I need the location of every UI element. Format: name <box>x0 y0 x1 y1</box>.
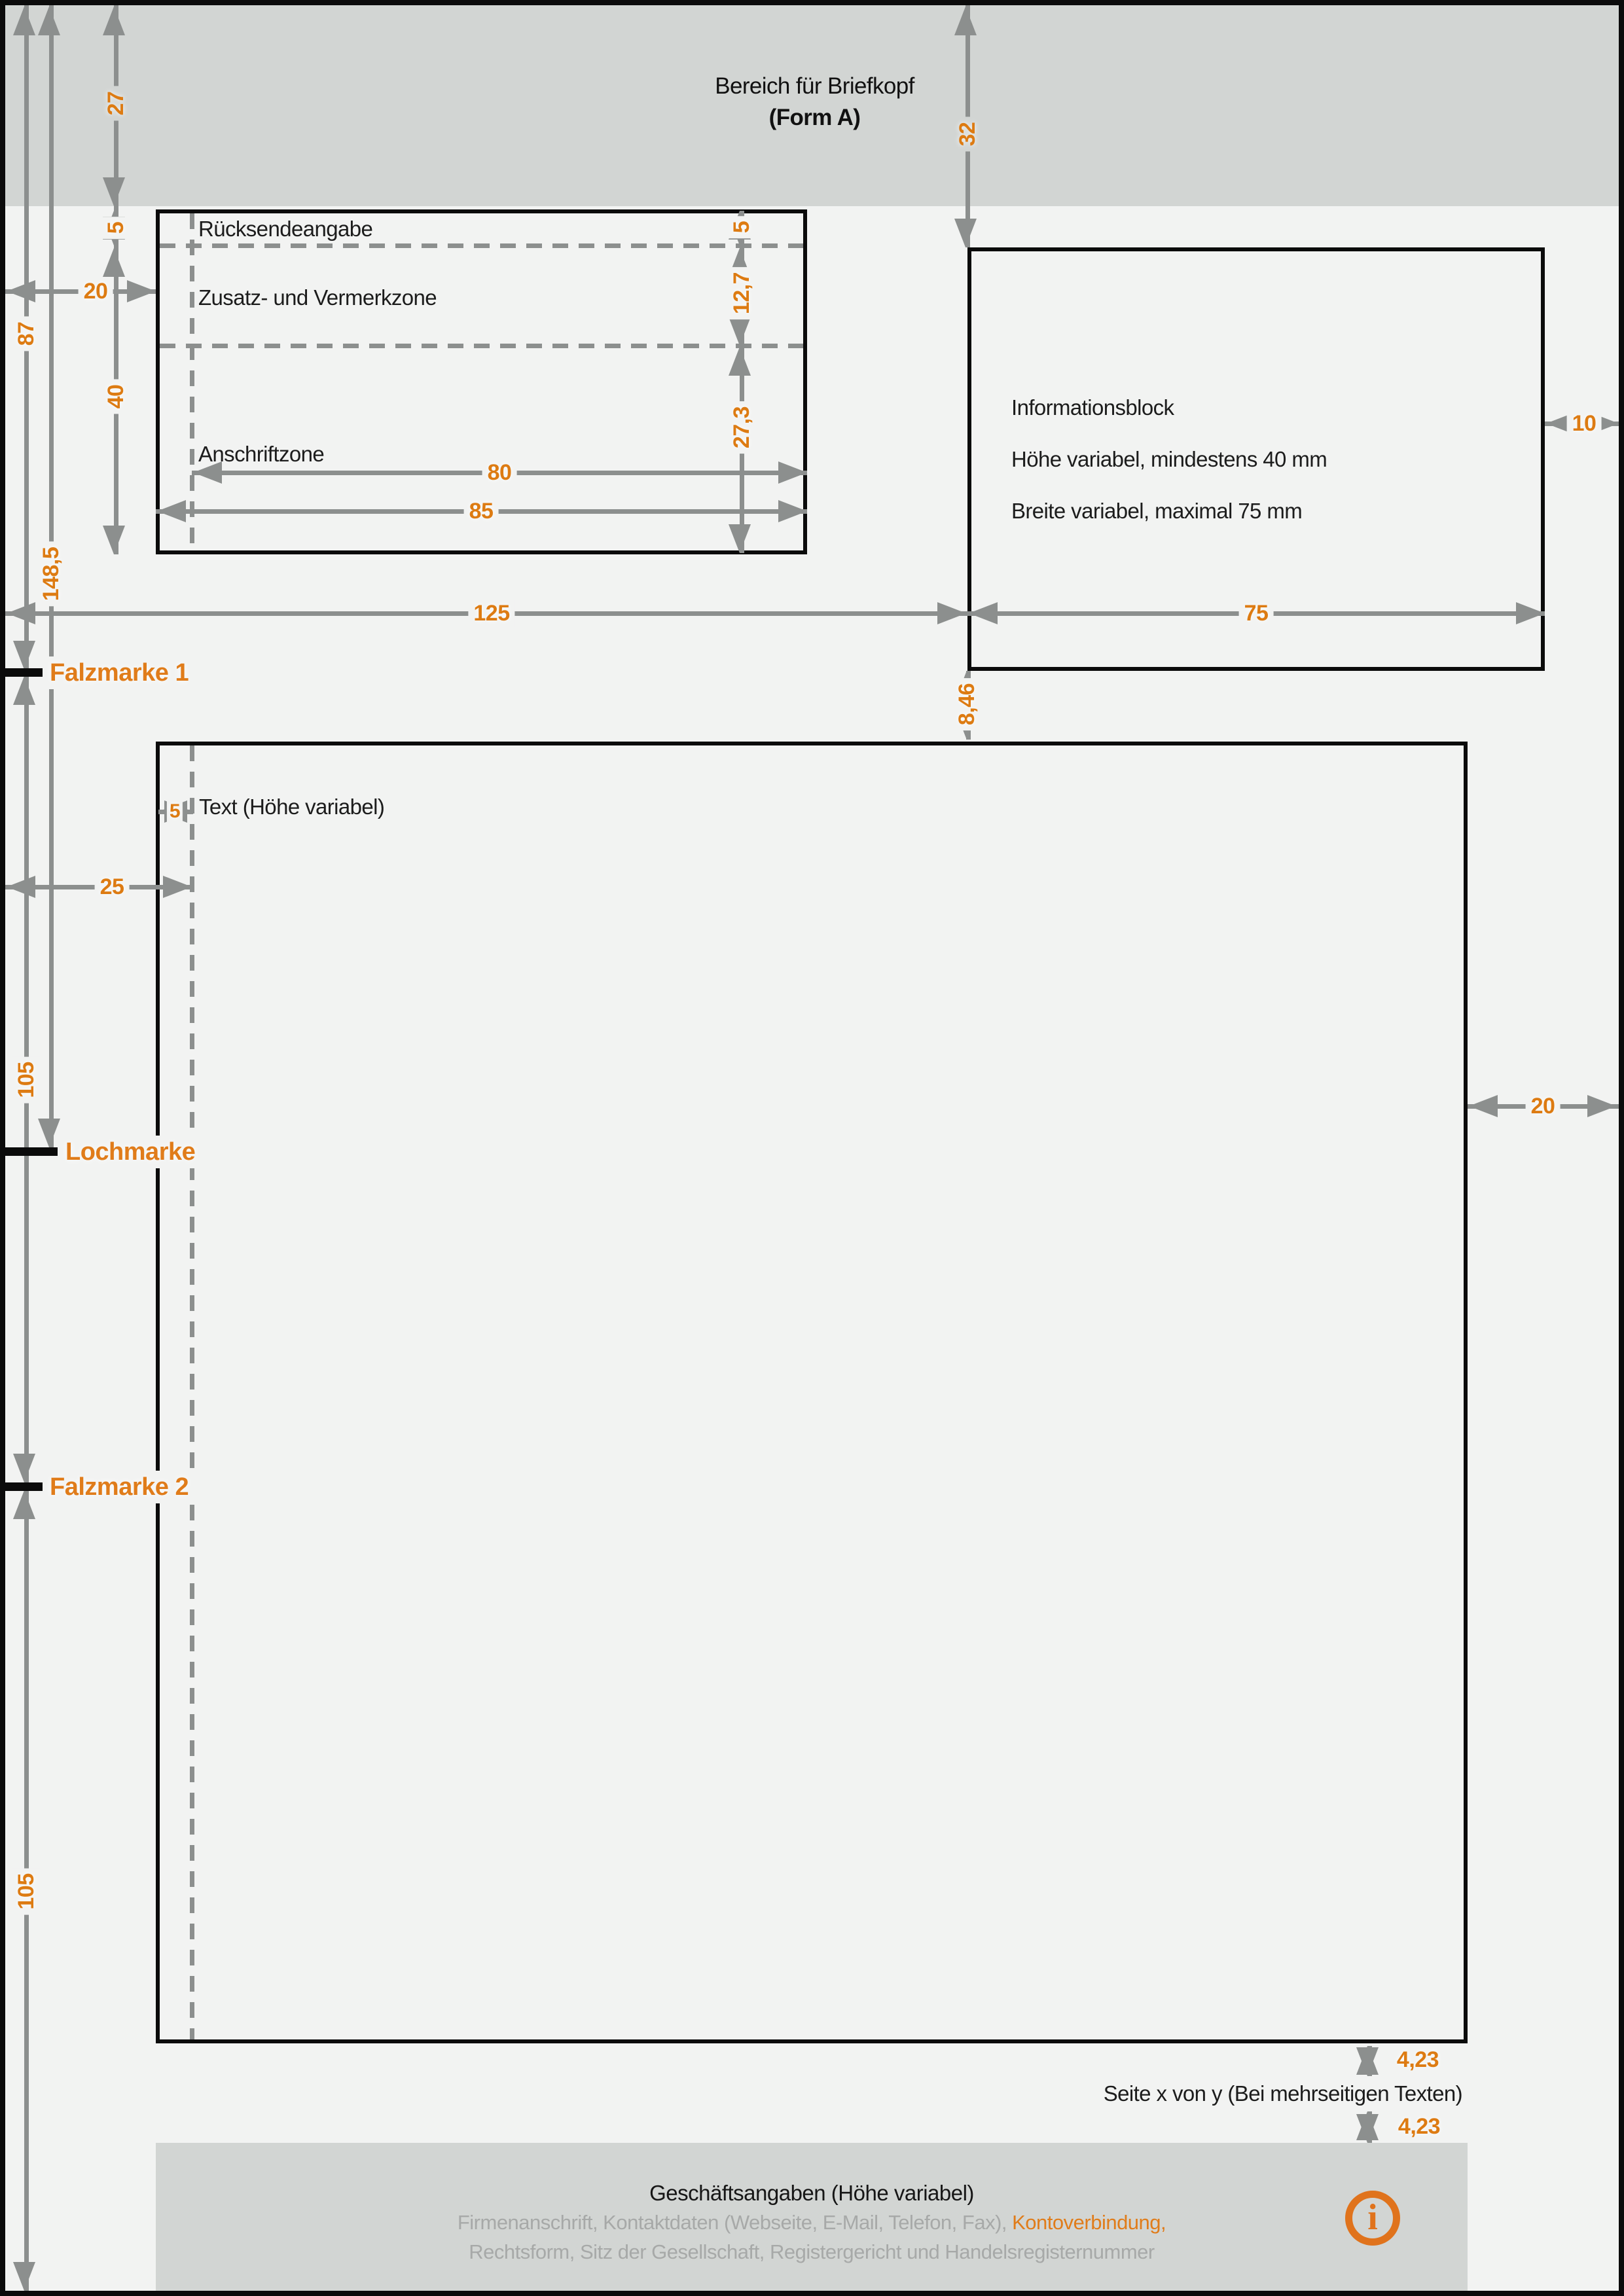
dim-pagenote-gap-top: 4,23 <box>1391 2046 1445 2073</box>
text-area-label: Text (Höhe variabel) <box>199 795 385 819</box>
arrow-down-icon <box>1356 2047 1379 2076</box>
arrow-down-icon <box>729 524 751 553</box>
info-icon-glyph: i <box>1367 2197 1378 2238</box>
info-icon: i <box>1345 2191 1400 2246</box>
lochmarke-label: Lochmarke <box>59 1136 202 1168</box>
arrow-left-icon <box>1469 1095 1498 1117</box>
arrow-right-icon <box>1587 1095 1616 1117</box>
arrow-left-icon <box>969 602 998 624</box>
arrow-down-icon <box>729 317 751 346</box>
text-area-box <box>156 742 1468 2043</box>
dim-pagenote-gap-bottom: 4,23 <box>1392 2113 1446 2140</box>
arrow-right-icon <box>127 280 156 302</box>
footer-line2: Firmenanschrift, Kontaktdaten (Webseite,… <box>156 2208 1468 2237</box>
dim-text-left-margin: 25 <box>94 873 130 901</box>
text-indent-dashed-line <box>190 745 194 2039</box>
lochmarke-tick <box>5 1147 58 1156</box>
arrow-up-icon <box>954 7 977 35</box>
footer-line2-highlight: Kontoverbindung, <box>1012 2211 1166 2234</box>
footer-text-block: Geschäftsangaben (Höhe variabel) Firmena… <box>156 2178 1468 2267</box>
dim-left-edge-gap: 20 <box>78 278 113 305</box>
letterhead-zone <box>5 5 1619 206</box>
arrow-down-icon <box>13 641 35 670</box>
dim-info-width: 75 <box>1238 600 1274 627</box>
arrow-left-icon <box>7 602 35 624</box>
arrow-left-icon <box>7 876 35 898</box>
arrow-right-icon <box>1516 602 1545 624</box>
arrow-down-icon <box>1356 2114 1379 2143</box>
dim-top-margin: 27 <box>102 86 130 121</box>
dim-address-width-inner: 80 <box>482 459 517 486</box>
falzmarke2-label: Falzmarke 2 <box>43 1471 196 1503</box>
dim-falz1-falz2-distance: 105 <box>12 1056 40 1103</box>
dim-info-from-top: 32 <box>954 117 981 152</box>
arrow-down-icon <box>954 219 977 247</box>
arrow-left-icon <box>193 461 222 484</box>
arrow-up-icon <box>13 7 35 35</box>
arrow-right-icon <box>778 461 807 484</box>
arrow-up-icon <box>38 7 60 35</box>
arrow-up-icon <box>103 7 125 35</box>
information-block-box <box>967 247 1545 671</box>
dim-text-right-margin: 20 <box>1525 1092 1561 1120</box>
falzmarke2-tick <box>5 1482 43 1491</box>
arrow-left-icon <box>157 500 186 522</box>
dim-loch-from-top: 148,5 <box>37 541 65 607</box>
footer-line2-pre: Firmenanschrift, Kontaktdaten (Webseite,… <box>457 2211 1013 2234</box>
zusatz-vermerkzone-label: Zusatz- und Vermerkzone <box>198 285 437 310</box>
letterhead-caption-line1: Bereich für Briefkopf <box>715 73 914 99</box>
falzmarke1-label: Falzmarke 1 <box>43 656 196 689</box>
footer-title: Geschäftsangaben (Höhe variabel) <box>649 2181 974 2205</box>
zusatz-anschrift-divider <box>160 344 803 348</box>
dim-text-indent: 5 <box>166 800 183 823</box>
dim-info-text-gap: 8,46 <box>953 677 981 731</box>
dim-anschrift-height: 27,3 <box>728 401 755 454</box>
dim-ruecksende-height-left: 5 <box>102 216 130 240</box>
arrow-down-icon <box>13 2262 35 2291</box>
arrow-down-icon <box>103 177 125 206</box>
arrow-up-icon <box>729 347 751 376</box>
dim-info-left-offset: 125 <box>468 600 515 627</box>
address-indent-dashed-line <box>190 213 194 550</box>
arrow-down-icon <box>103 526 125 554</box>
falzmarke1-tick <box>5 668 43 677</box>
dim-ruecksende-height-right: 5 <box>728 215 755 239</box>
dimension-line-left-inner <box>114 5 118 554</box>
dim-address-field-height: 40 <box>102 379 130 414</box>
dim-address-width-total: 85 <box>463 497 499 525</box>
ruecksende-zusatz-divider <box>160 243 803 248</box>
informationsblock-label: Informationsblock <box>1011 395 1174 420</box>
arrow-up-icon <box>13 1490 35 1519</box>
dim-info-right-margin: 10 <box>1566 410 1602 437</box>
arrow-right-icon <box>937 602 966 624</box>
dim-zusatz-height: 12,7 <box>728 266 755 320</box>
arrow-up-icon <box>103 248 125 277</box>
arrow-down-icon <box>13 1454 35 1482</box>
page-number-note: Seite x von y (Bei mehrseitigen Texten) <box>1103 2081 1463 2106</box>
letterhead-caption: Bereich für Briefkopf (Form A) <box>10 71 1619 134</box>
footer-line3: Rechtsform, Sitz der Gesellschaft, Regis… <box>469 2240 1155 2263</box>
anschriftzone-label: Anschriftzone <box>198 442 325 467</box>
informationsblock-height-note: Höhe variabel, mindestens 40 mm <box>1011 447 1327 472</box>
arrow-up-icon <box>13 676 35 705</box>
address-field-box <box>156 209 807 554</box>
dim-falz2-bottom-distance: 105 <box>12 1868 40 1915</box>
arrow-right-icon <box>778 500 807 522</box>
arrow-down-icon <box>38 1119 60 1147</box>
dimension-line-address-right <box>740 211 744 553</box>
dimension-line-125-75 <box>5 611 1545 616</box>
informationsblock-width-note: Breite variabel, maximal 75 mm <box>1011 499 1303 524</box>
arrow-left-icon <box>7 280 35 302</box>
letterhead-caption-line2: (Form A) <box>768 105 861 130</box>
ruecksendeangabe-label: Rücksendeangabe <box>198 217 373 242</box>
arrow-right-icon <box>163 876 192 898</box>
footer-zone <box>156 2143 1468 2291</box>
dim-falz1-from-top: 87 <box>12 316 40 351</box>
